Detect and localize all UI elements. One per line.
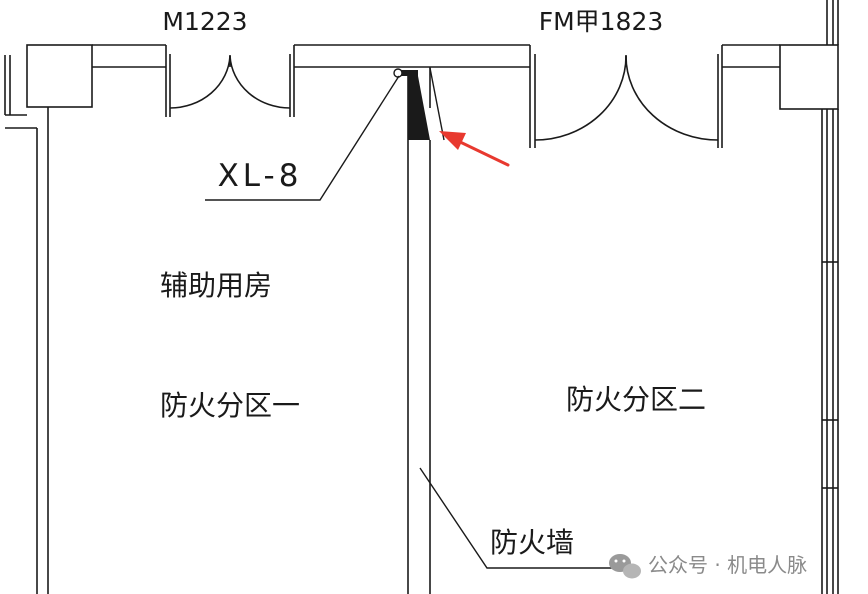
hydrant-xl8 <box>393 68 430 140</box>
firewall-leader <box>419 467 612 569</box>
window-right <box>822 0 839 594</box>
fire-wall <box>407 67 431 594</box>
hydrant-label-xl8: XL-8 <box>218 158 303 194</box>
pointer-arrow <box>439 131 510 167</box>
room-label-aux: 辅助用房 <box>160 269 272 302</box>
door-fm1823 <box>529 45 719 148</box>
right-column <box>779 44 839 110</box>
xl8-leader <box>205 75 400 201</box>
leader-lines <box>205 67 612 569</box>
wall-gap-wedge <box>408 76 430 140</box>
wedge-edge-line <box>429 67 445 141</box>
zone-label-one: 防火分区一 <box>160 389 300 422</box>
left-column <box>26 44 93 108</box>
firewall-label: 防火墙 <box>490 526 574 559</box>
wechat-icon <box>609 554 641 579</box>
zone-label-two: 防火分区二 <box>566 383 706 416</box>
door-m1223 <box>169 54 291 117</box>
watermark: 公众号 · 机电人脉 <box>609 553 807 579</box>
walls <box>4 0 839 594</box>
watermark-text: 公众号 · 机电人脉 <box>648 553 807 577</box>
door-label-m1223: M1223 <box>162 7 247 36</box>
door-label-fm1823: FM甲1823 <box>539 7 664 36</box>
